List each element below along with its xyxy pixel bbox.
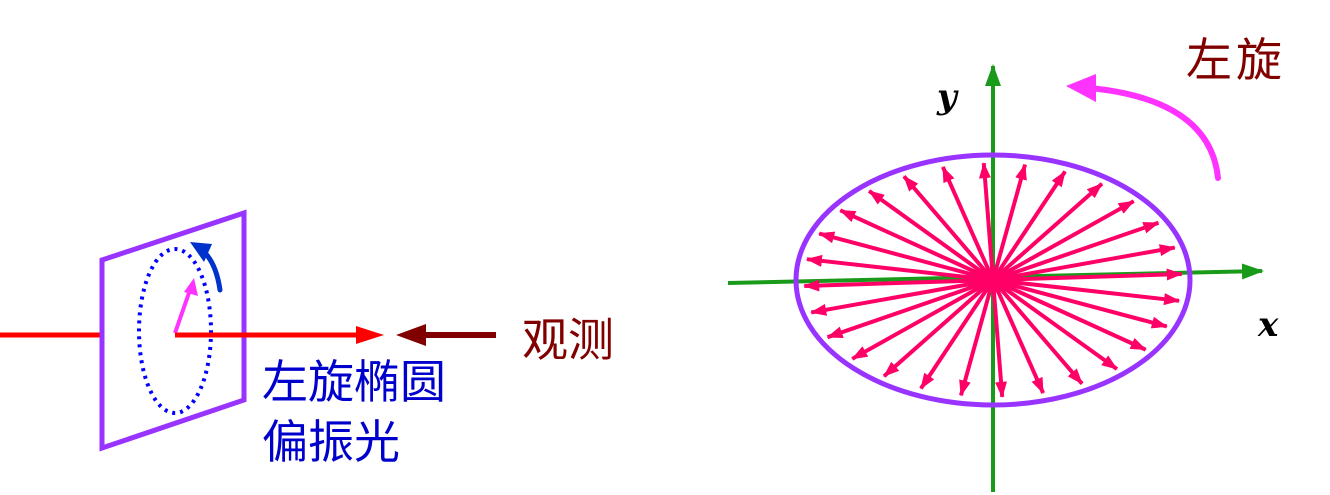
field-vector bbox=[991, 279, 1008, 398]
field-vector bbox=[991, 163, 1027, 281]
transmitted-beam-head bbox=[356, 326, 384, 344]
left-figure: 观测 左旋椭圆 偏振光 bbox=[0, 209, 614, 469]
field-vector bbox=[839, 208, 994, 282]
observe-arrow-head bbox=[396, 324, 426, 346]
field-vector bbox=[992, 278, 1168, 329]
rotation-arrow-right-icon bbox=[1066, 74, 1221, 181]
field-vector bbox=[992, 244, 1176, 282]
field-vector bbox=[991, 182, 1104, 282]
origin-point bbox=[983, 270, 1003, 290]
field-vector bbox=[818, 231, 994, 282]
field-vector bbox=[991, 278, 1084, 386]
field-vector bbox=[992, 220, 1160, 282]
caption-line1: 左旋椭圆 bbox=[262, 355, 446, 409]
caption-line2: 偏振光 bbox=[262, 415, 400, 469]
field-vectors bbox=[803, 162, 1183, 398]
field-vector-left bbox=[173, 278, 198, 334]
field-vector bbox=[992, 199, 1135, 282]
field-vector bbox=[803, 278, 994, 292]
field-vector bbox=[978, 162, 995, 281]
field-vector bbox=[992, 278, 1181, 306]
field-vector bbox=[991, 278, 1119, 371]
x-axis-label: x bbox=[1257, 305, 1279, 345]
polarizer-plate bbox=[99, 209, 247, 452]
field-vector bbox=[810, 278, 994, 316]
field-vector bbox=[959, 279, 995, 397]
field-vector bbox=[851, 278, 994, 361]
field-vector bbox=[919, 278, 995, 390]
dotted-elliptical-path bbox=[137, 247, 213, 415]
rotation-label: 左旋 bbox=[1186, 33, 1286, 87]
observe-label: 观测 bbox=[522, 313, 614, 367]
rotation-arrow-left-icon bbox=[190, 242, 223, 293]
field-vector bbox=[941, 166, 995, 281]
field-vector bbox=[992, 268, 1183, 282]
field-vector bbox=[867, 189, 995, 282]
field-vector bbox=[992, 278, 1147, 352]
field-vector bbox=[902, 174, 995, 282]
field-vector bbox=[991, 279, 1045, 394]
polarization-ellipse bbox=[793, 152, 1193, 408]
field-vector bbox=[805, 254, 994, 282]
field-vector bbox=[826, 278, 994, 340]
field-vector bbox=[991, 170, 1067, 282]
right-figure: 左旋 y x bbox=[727, 33, 1286, 492]
y-axis-label: y bbox=[936, 77, 959, 117]
field-vector bbox=[882, 278, 995, 378]
